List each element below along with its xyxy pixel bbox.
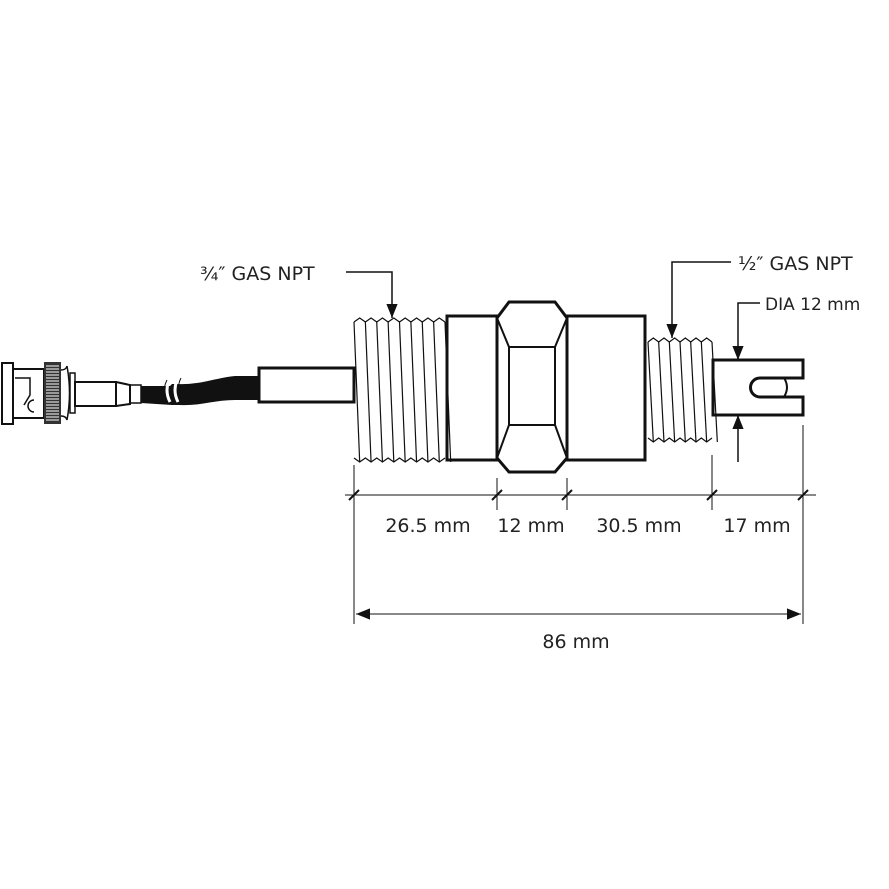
- label-thread-large: ¾″ GAS NPT: [200, 263, 315, 285]
- small-thread-line: [647, 341, 654, 443]
- label-thread-small: ½″ GAS NPT: [738, 253, 853, 275]
- large-crest-top: [353, 317, 446, 323]
- dim-segment-3: 30.5 mm: [596, 515, 681, 537]
- label-tip-diameter: DIA 12 mm: [765, 295, 860, 315]
- dim-segment-4: 17 mm: [723, 515, 790, 537]
- large-thread-line: [433, 321, 440, 463]
- large-crest-bottom: [353, 457, 446, 463]
- small-crest-bottom: [647, 437, 713, 443]
- large-thread-line: [410, 321, 418, 463]
- large-thread-line: [353, 321, 361, 463]
- large-thread-line: [398, 321, 406, 463]
- thread-1-2-gas-npt: [647, 337, 718, 443]
- large-thread-line: [421, 321, 429, 463]
- thread-3-4-gas-npt: [353, 317, 452, 463]
- dimension-lines: [345, 425, 816, 624]
- callout-thread-small: ½″ GAS NPT: [666, 253, 853, 338]
- body-right: [565, 314, 647, 462]
- dim-total: 86 mm: [542, 631, 609, 653]
- small-thread-line: [690, 341, 697, 443]
- hex-nut: [495, 300, 569, 474]
- small-thread-line: [658, 341, 665, 443]
- callout-thread-large: ¾″ GAS NPT: [200, 263, 398, 318]
- large-thread-line: [387, 321, 395, 463]
- small-thread-line: [679, 341, 686, 443]
- small-thread-line: [668, 341, 676, 443]
- bnc-connector: [1, 362, 142, 425]
- large-thread-line: [376, 321, 384, 463]
- callout-tip-diameter: DIA 12 mm: [732, 295, 860, 462]
- large-thread-line: [364, 321, 372, 463]
- small-thread-line: [700, 341, 708, 443]
- small-crest-top: [647, 337, 713, 343]
- cable-sleeve: [257, 366, 356, 404]
- body-left: [445, 314, 499, 462]
- sensor-tip: [711, 358, 805, 417]
- dim-segment-2: 12 mm: [497, 515, 564, 537]
- dim-segment-1: 26.5 mm: [385, 515, 470, 537]
- cable: [141, 376, 259, 406]
